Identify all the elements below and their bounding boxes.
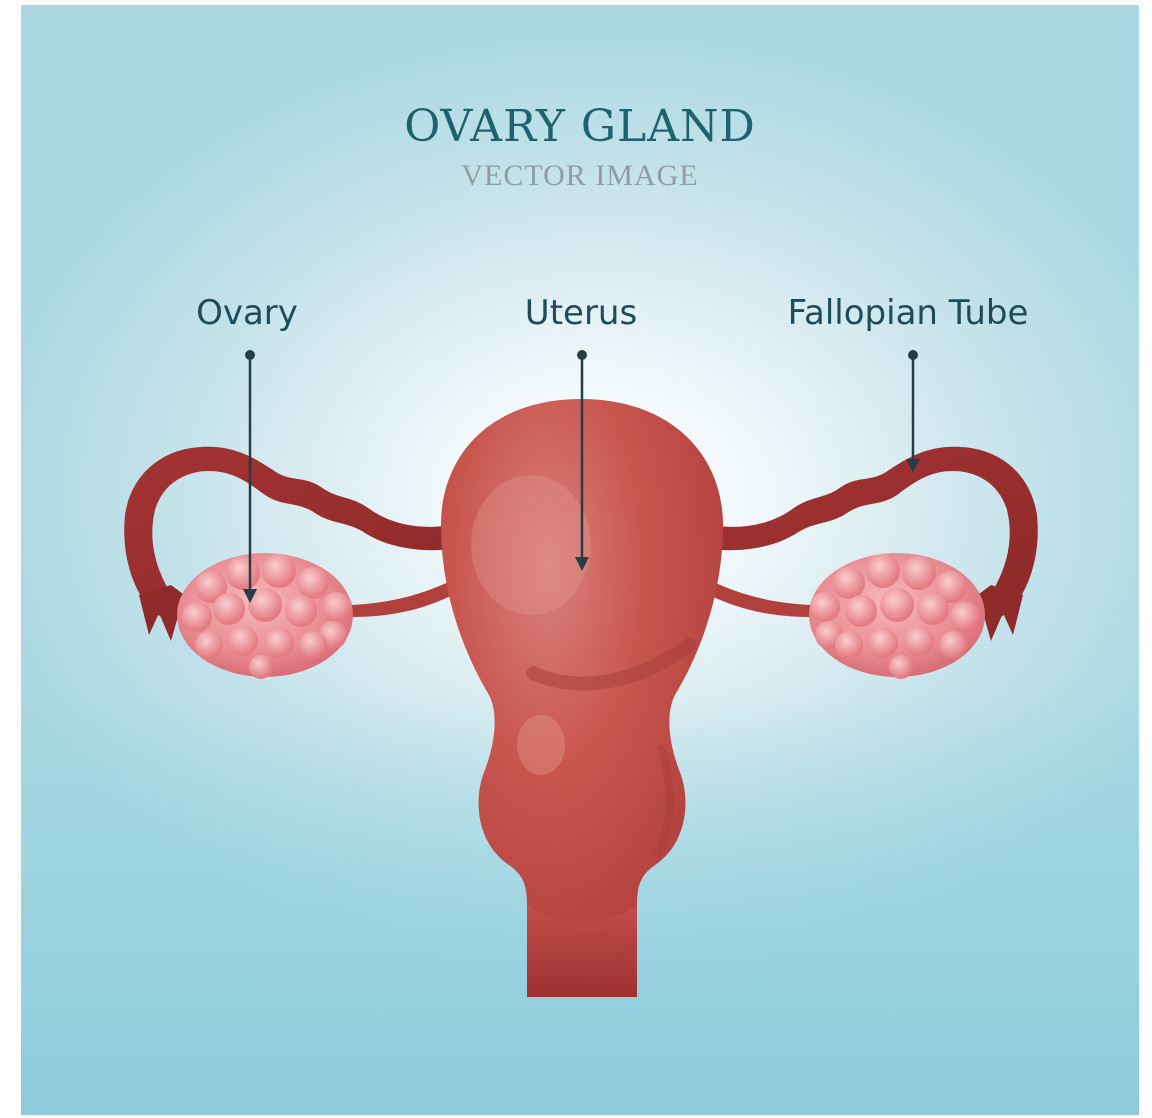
diagram-canvas: OVARY GLAND VECTOR IMAGE Ovary Uterus Fa… xyxy=(21,5,1139,1115)
right-ovary xyxy=(809,553,985,679)
diagram-title: OVARY GLAND xyxy=(21,101,1139,152)
label-ovary: Ovary xyxy=(196,293,298,333)
label-fallopian-tube: Fallopian Tube xyxy=(788,293,1029,333)
diagram-subtitle: VECTOR IMAGE xyxy=(21,159,1139,193)
left-ovary xyxy=(177,553,353,679)
label-uterus: Uterus xyxy=(525,293,637,333)
